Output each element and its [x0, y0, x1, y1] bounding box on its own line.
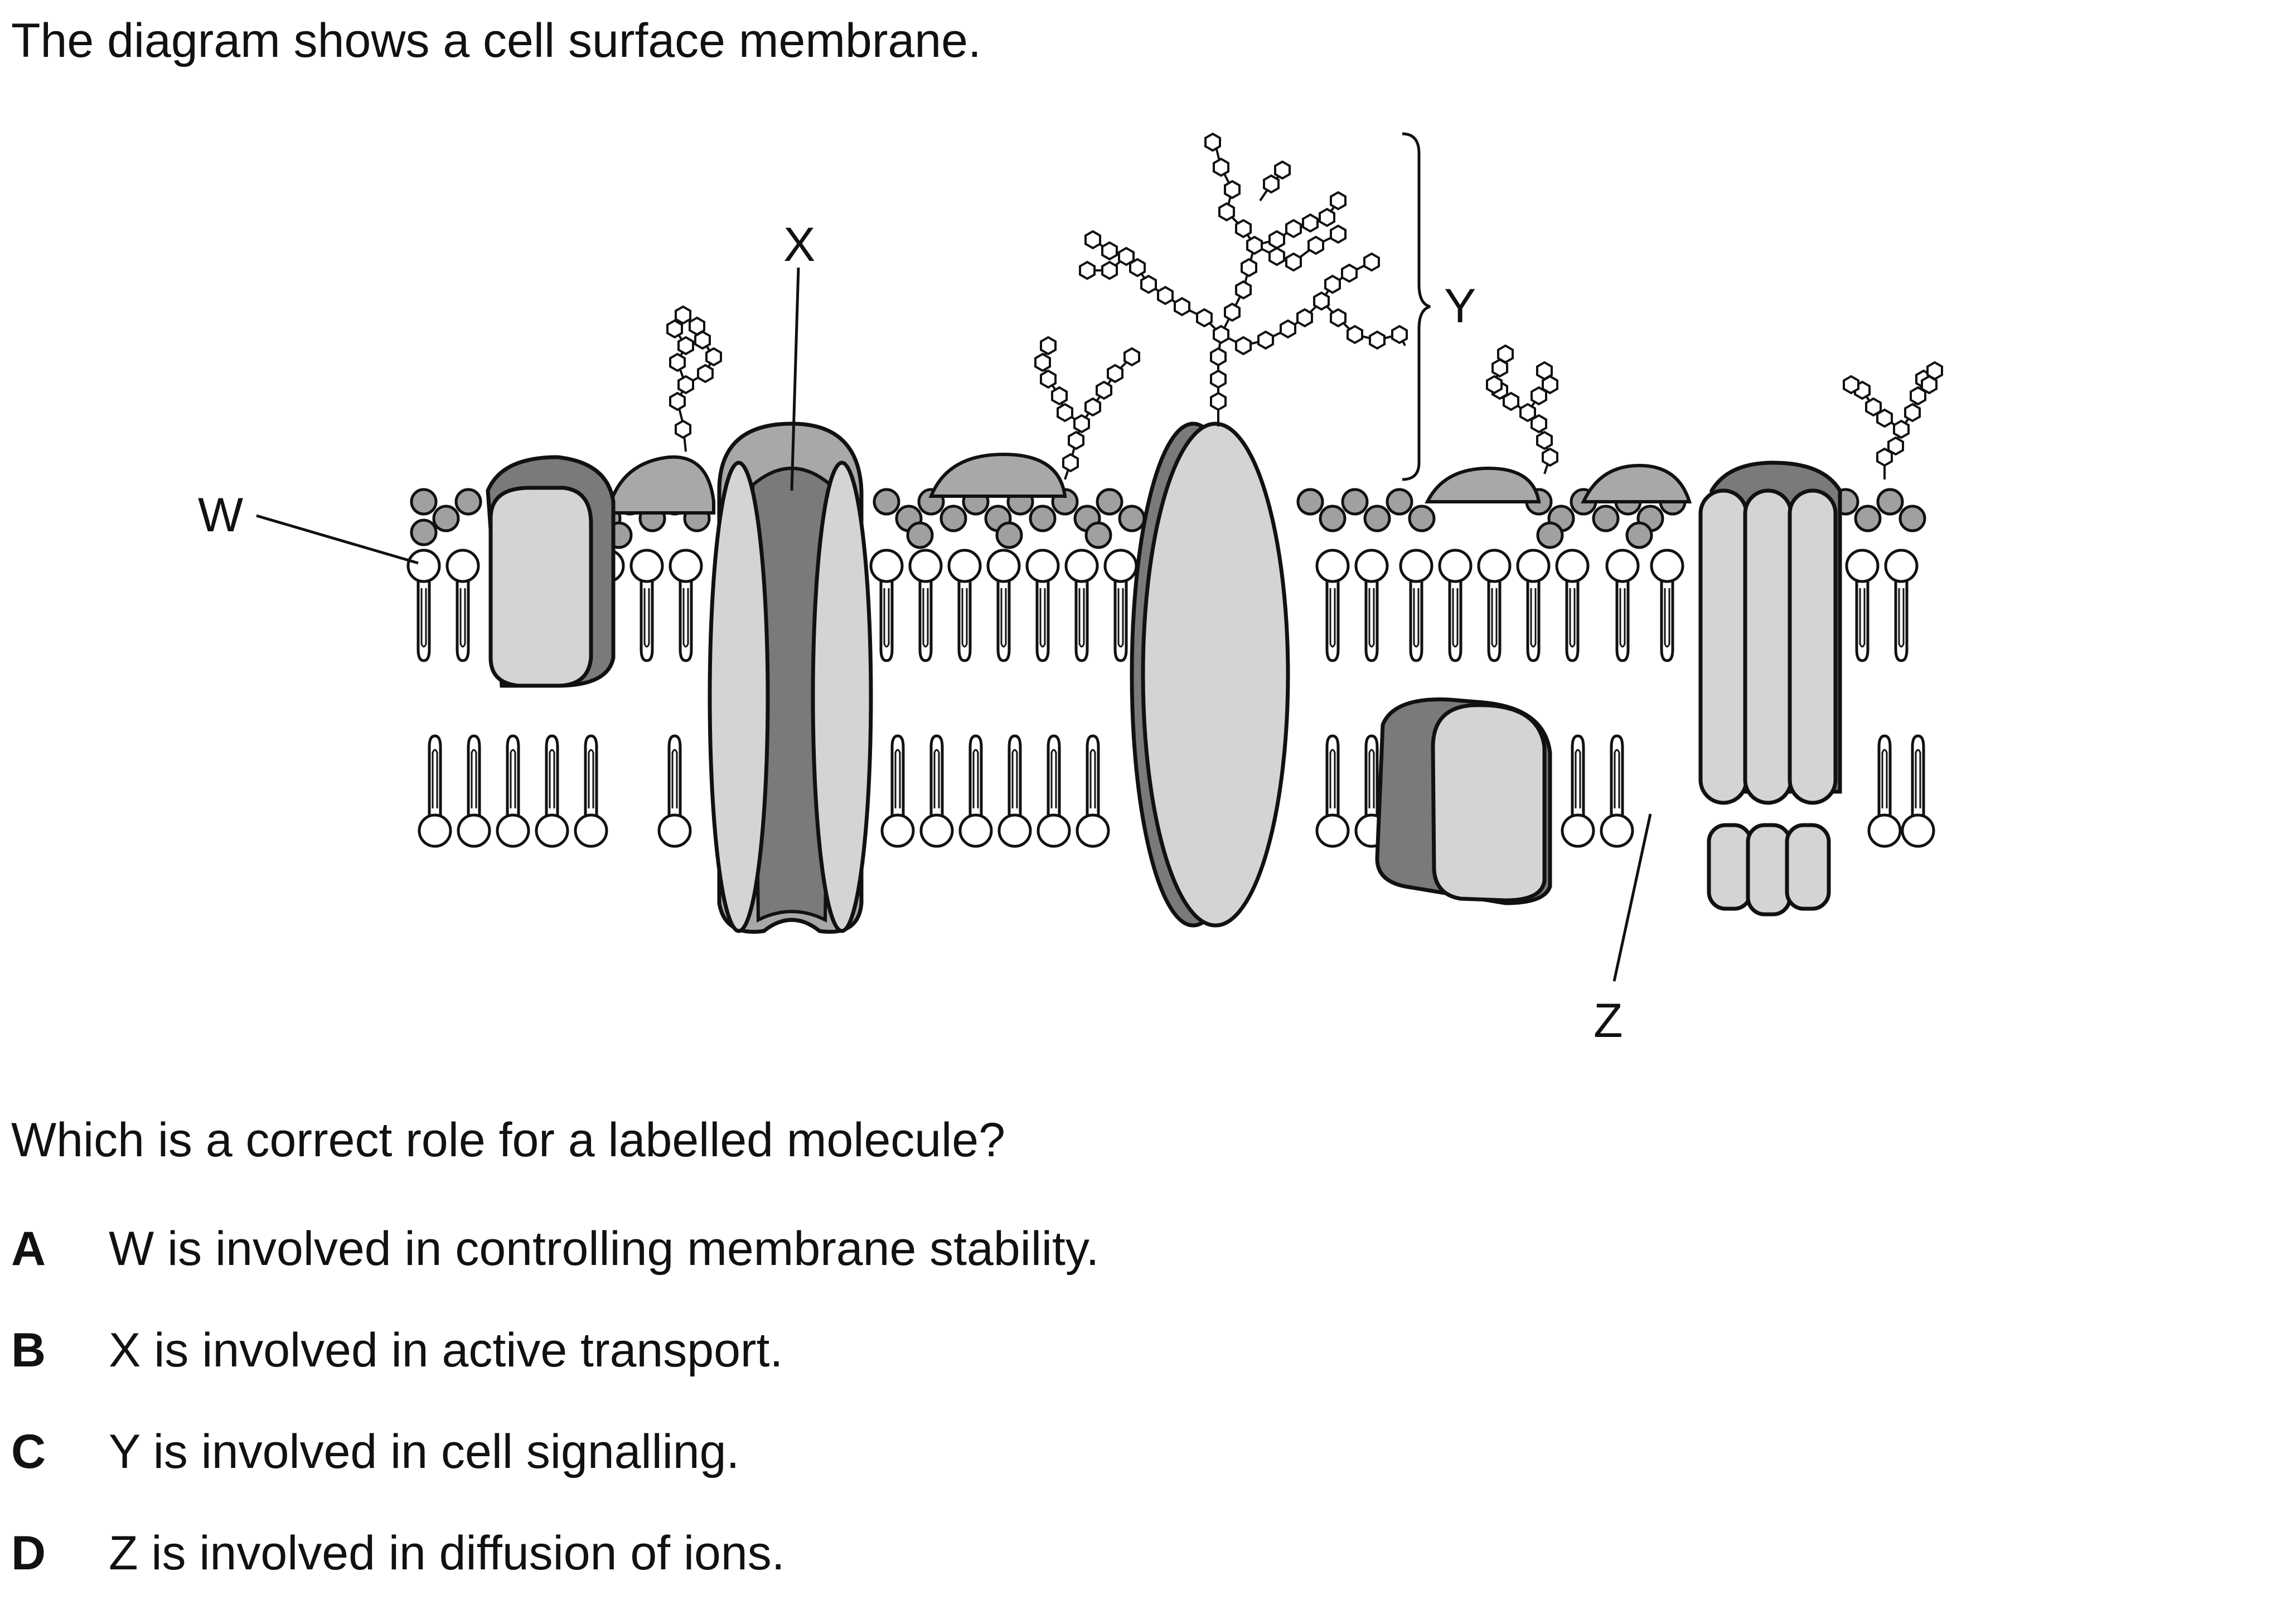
option-text: Y is involved in cell signalling.	[109, 1425, 740, 1478]
option-letter: A	[11, 1222, 46, 1276]
option-letter: B	[11, 1324, 46, 1377]
option-letter: D	[11, 1526, 46, 1580]
protein-complex-right	[1698, 460, 1842, 917]
option-d[interactable]: D Z is involved in diffusion of ions.	[11, 1523, 1099, 1624]
question-text: Which is a correct role for a labelled m…	[11, 1113, 1005, 1167]
option-c[interactable]: C Y is involved in cell signalling.	[11, 1421, 1099, 1523]
option-a[interactable]: A W is involved in controlling membrane …	[11, 1218, 1099, 1320]
option-b[interactable]: B X is involved in active transport.	[11, 1320, 1099, 1421]
sugar-hexagons	[666, 133, 1943, 472]
peripheral-proteins	[606, 452, 1692, 515]
channel-protein-x	[708, 421, 873, 934]
glycoprotein-centre	[1130, 421, 1290, 928]
intro-text: The diagram shows a cell surface membran…	[11, 14, 981, 67]
label-w: W	[198, 488, 243, 542]
label-y: Y	[1444, 279, 1476, 333]
option-letter: C	[11, 1425, 46, 1478]
option-text: X is involved in active transport.	[109, 1324, 783, 1377]
leader-lines	[256, 132, 1652, 982]
protein-lower-right	[1375, 697, 1552, 905]
option-text: W is involved in controlling membrane st…	[109, 1222, 1100, 1276]
label-z: Z	[1594, 994, 1623, 1048]
protein-left-upper	[486, 455, 616, 688]
option-text: Z is involved in diffusion of ions.	[109, 1526, 785, 1580]
label-x: X	[783, 218, 815, 272]
answer-options: A W is involved in controlling membrane …	[11, 1218, 1099, 1624]
